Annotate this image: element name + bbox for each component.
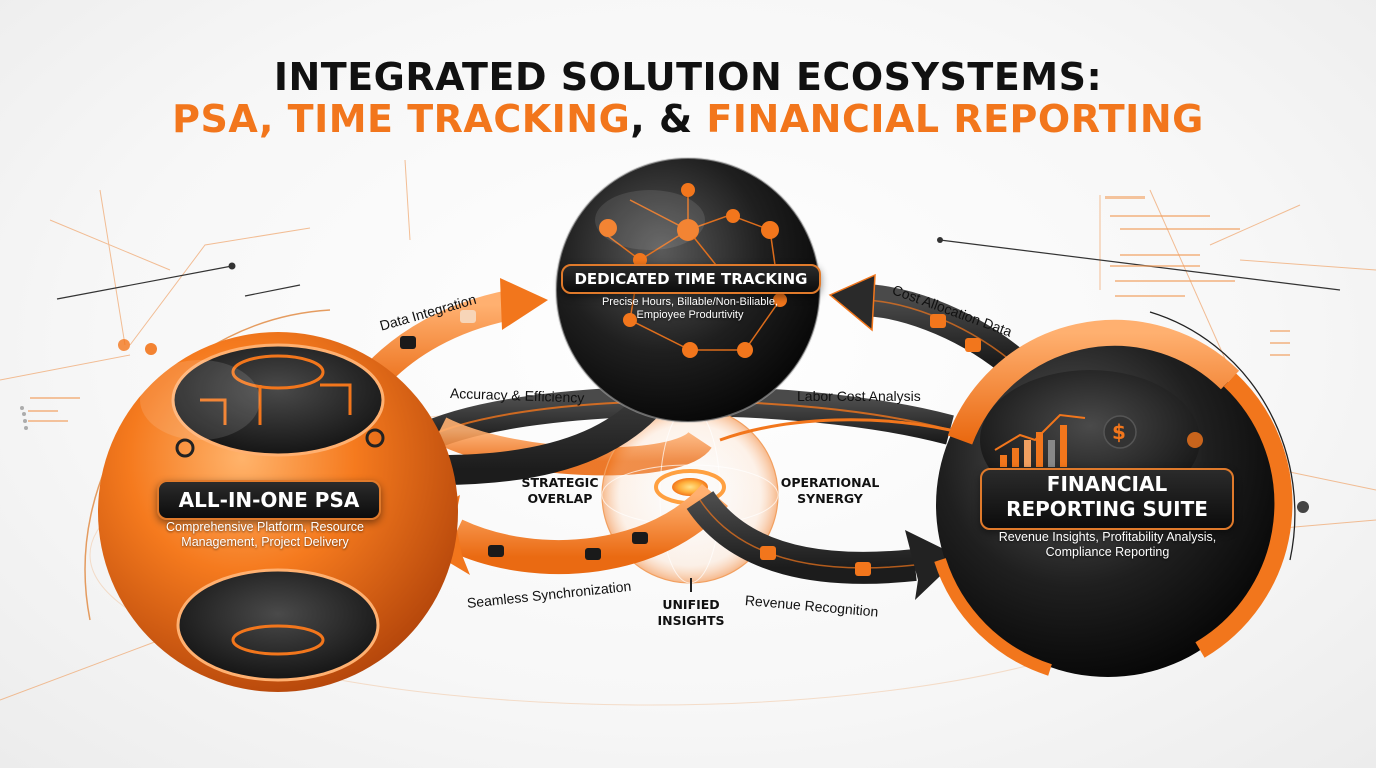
financial-node-badge[interactable]: FINANCIAL REPORTING SUITE xyxy=(980,468,1234,530)
title-ampersand: , & xyxy=(630,97,707,141)
operational-synergy-label: OPERATIONAL SYNERGY xyxy=(780,475,880,506)
bar-chart-icon xyxy=(994,413,1086,467)
financial-node-description: Revenue Insights, Profitability Analysis… xyxy=(998,530,1217,559)
page-title-line-1: INTEGRATED SOLUTION ECOSYSTEMS: xyxy=(273,55,1103,99)
psa-node-badge[interactable]: ALL-IN-ONE PSA xyxy=(157,480,381,520)
time-tracking-node-description: Precise Hours, Billable/Non-Biliable, Em… xyxy=(601,296,779,321)
dollar-icon: $ xyxy=(1112,420,1126,444)
psa-node-description: Comprehensive Platform, Resource Managem… xyxy=(166,520,364,549)
flow-label-labor-cost: Labor Cost Analysis xyxy=(797,388,921,404)
unified-insights-connector xyxy=(690,578,692,592)
financial-node-label-line1: FINANCIAL xyxy=(1046,472,1168,496)
page-title-line-2: PSA, TIME TRACKING, & FINANCIAL REPORTIN… xyxy=(0,97,1376,141)
strategic-overlap-label: STRATEGIC OVERLAP xyxy=(521,475,599,506)
time-tracking-node-badge[interactable]: DEDICATED TIME TRACKING xyxy=(561,264,821,294)
financial-node-label-line2: REPORTING SUITE xyxy=(1006,497,1208,521)
time-tracking-node-label: DEDICATED TIME TRACKING xyxy=(574,270,808,288)
psa-node-label: ALL-IN-ONE PSA xyxy=(178,488,360,512)
unified-insights-label: UNIFIED INSIGHTS xyxy=(657,597,725,628)
title-highlight-financial: FINANCIAL REPORTING xyxy=(706,97,1204,141)
title-highlight-psa-time: PSA, TIME TRACKING xyxy=(172,97,631,141)
